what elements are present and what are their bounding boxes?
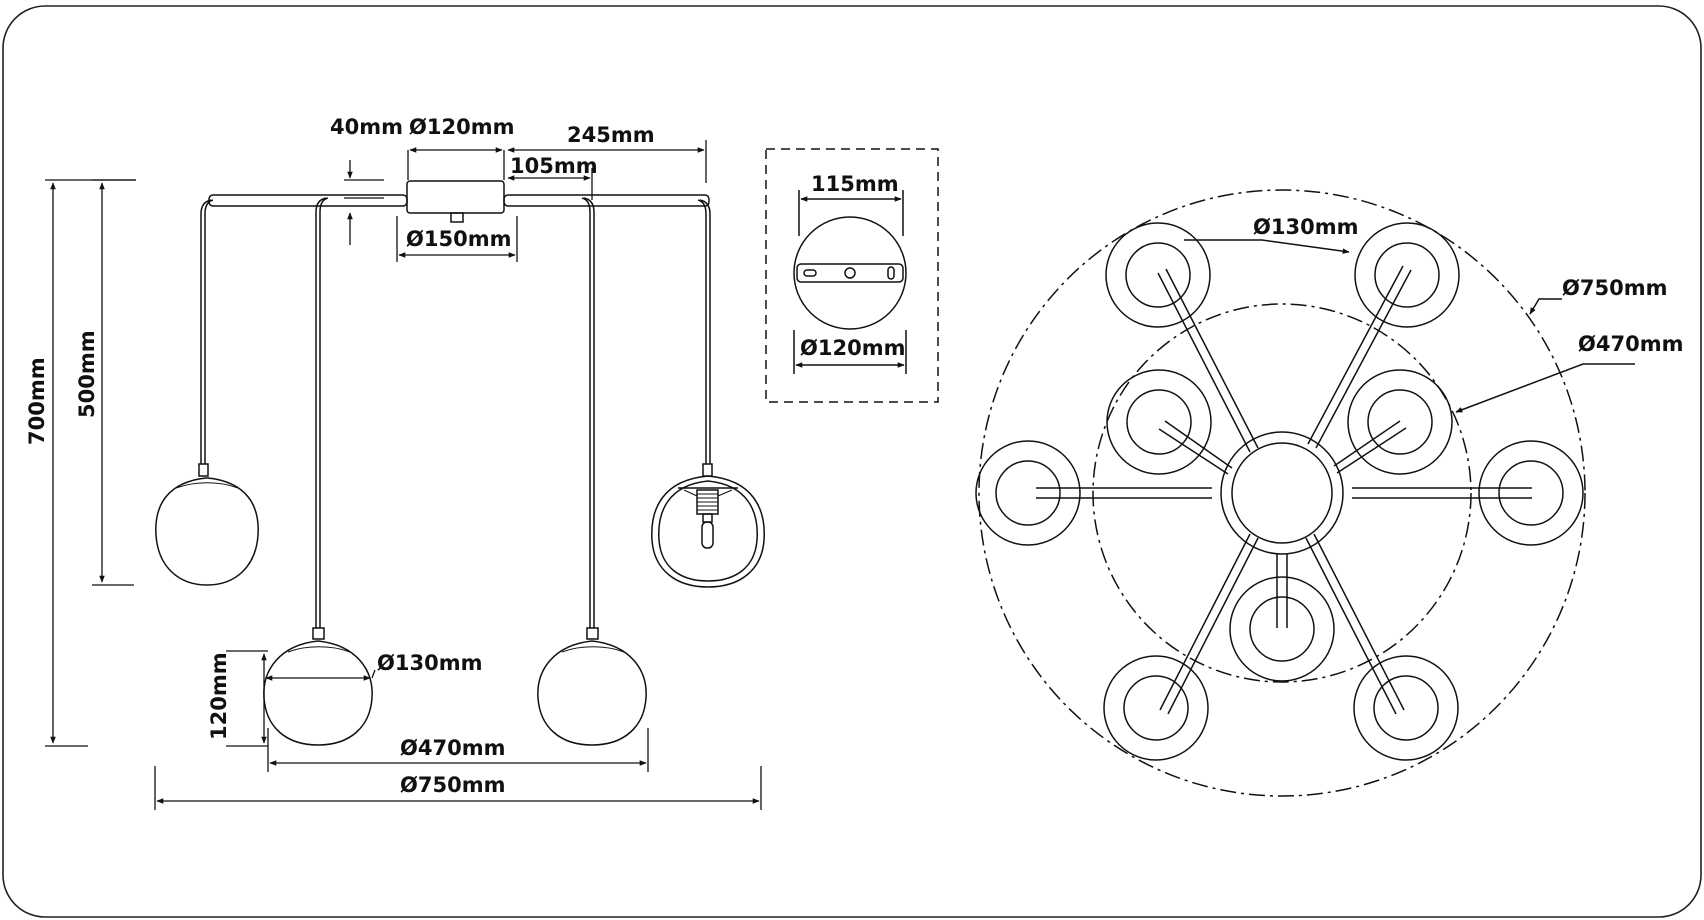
top-shade-mid-left: [1106, 369, 1212, 475]
canopy-body: [406, 180, 505, 214]
label-upper-drop: 500mm: [75, 330, 99, 418]
top-shade-right: [1478, 440, 1584, 546]
slot-left: [803, 269, 817, 277]
top-shade-bottom-left: [1103, 655, 1209, 761]
side-dimensions: [45, 140, 762, 810]
arm-left: [208, 194, 408, 207]
label-shade-diameter: Ø130mm: [377, 651, 482, 675]
top-shade-bottom-right: [1353, 655, 1459, 761]
top-view: [975, 189, 1635, 797]
canopy-detail: [765, 148, 939, 403]
top-shade-mid-right: [1347, 369, 1453, 475]
leader-inner: [1455, 363, 1635, 413]
top-shade-left: [975, 440, 1081, 546]
label-canopy-diameter-top: Ø120mm: [409, 115, 514, 139]
center-hub: [1231, 442, 1333, 544]
label-shade-height: 120mm: [207, 652, 231, 740]
label-inner-diameter: Ø470mm: [400, 736, 505, 760]
suspension-cords: [200, 197, 711, 628]
label-plate-width: 115mm: [811, 172, 899, 196]
arm-right: [503, 194, 710, 207]
top-view-arms: [1036, 265, 1532, 715]
label-top-inner-circle: Ø470mm: [1578, 332, 1683, 356]
center-hub-outer: [1220, 431, 1344, 555]
canopy-knob: [450, 212, 464, 223]
side-view: [155, 180, 765, 746]
side-shade-center-right: [537, 627, 647, 746]
side-shade-center-left: [263, 627, 373, 746]
top-shade-top-right: [1354, 222, 1460, 328]
side-shade-left: [155, 463, 259, 586]
label-outer-diameter: Ø750mm: [400, 773, 505, 797]
label-canopy-base: Ø150mm: [406, 227, 511, 251]
label-top-shade-diameter: Ø130mm: [1253, 215, 1358, 239]
label-canopy-depth: 40mm: [330, 115, 403, 139]
leader-outer: [1529, 298, 1562, 315]
label-plate-diameter: Ø120mm: [800, 336, 905, 360]
leader-shade: [1184, 239, 1350, 254]
top-shade-center-bottom: [1229, 576, 1335, 682]
inner-circle-470: [1092, 303, 1472, 683]
drawing-frame: [2, 5, 1702, 918]
label-overall-height: 700mm: [25, 357, 49, 445]
label-arm-length: 245mm: [567, 123, 655, 147]
center-hole: [844, 267, 856, 279]
top-shade-top-left: [1105, 222, 1211, 328]
detail-box: [765, 148, 939, 403]
outer-circle-750: [978, 189, 1586, 797]
side-shade-right: [651, 463, 765, 588]
mounting-bar: [796, 263, 904, 283]
label-arm-offset: 105mm: [510, 154, 598, 178]
slot-right: [887, 266, 895, 280]
mounting-plate: [793, 216, 907, 330]
label-top-outer-circle: Ø750mm: [1562, 276, 1667, 300]
